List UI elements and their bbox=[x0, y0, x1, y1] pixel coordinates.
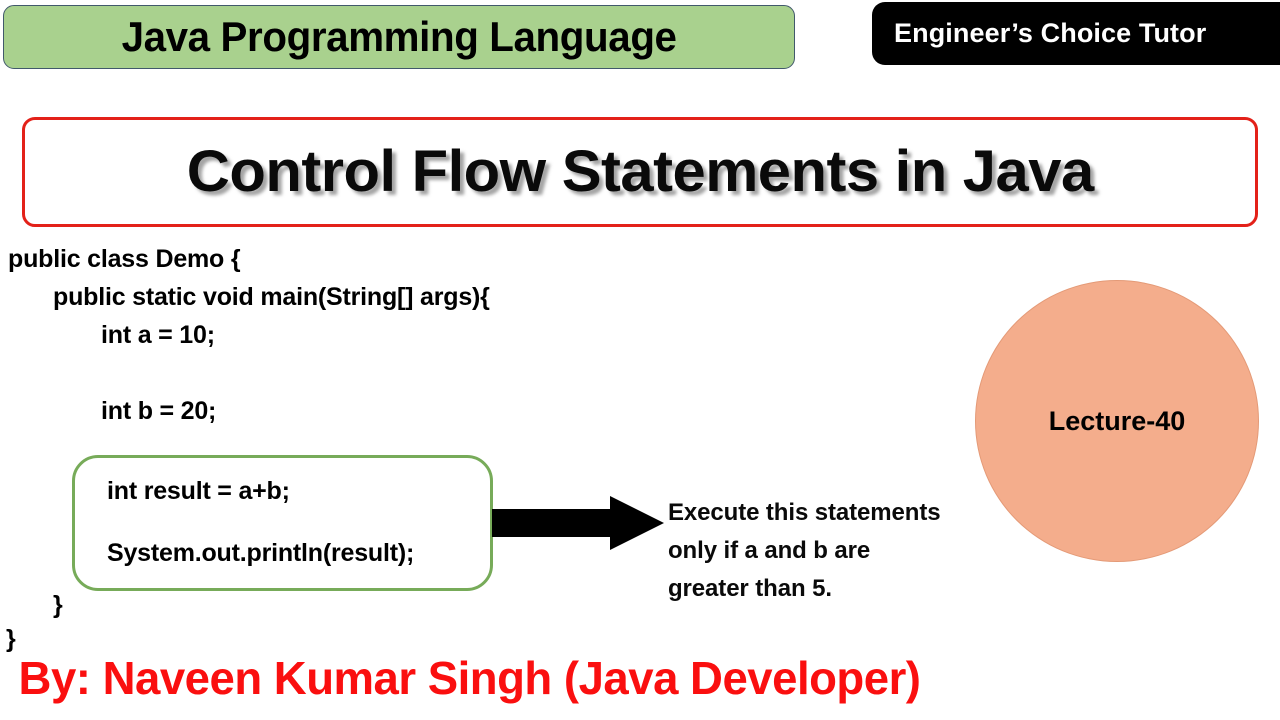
course-title-label: Java Programming Language bbox=[121, 13, 677, 60]
spacer bbox=[75, 510, 490, 534]
right-arrow-icon bbox=[492, 496, 664, 550]
code-line: public static void main(String[] args){ bbox=[53, 283, 490, 311]
annotation-line: greater than 5. bbox=[668, 575, 832, 602]
lecture-number-badge: Lecture-40 bbox=[975, 280, 1259, 562]
channel-badge-label: Engineer’s Choice Tutor bbox=[894, 18, 1207, 48]
headline-box: Control Flow Statements in Java bbox=[22, 117, 1258, 227]
code-block: public class Demo { public static void m… bbox=[0, 240, 620, 430]
code-line: int a = 10; bbox=[101, 321, 215, 349]
author-credit: By: Naveen Kumar Singh (Java Developer) bbox=[18, 652, 921, 704]
annotation-text: Execute this statements only if a and b … bbox=[668, 494, 998, 608]
annotation-line: only if a and b are bbox=[668, 537, 871, 564]
closing-brace-inner: } bbox=[53, 591, 63, 619]
code-line-blank bbox=[0, 354, 620, 392]
channel-badge: Engineer’s Choice Tutor bbox=[872, 2, 1280, 65]
lecture-number-label: Lecture-40 bbox=[1048, 405, 1186, 436]
course-title-pill: Java Programming Language bbox=[3, 5, 795, 69]
highlighted-statements-box: int result = a+b; System.out.println(res… bbox=[72, 455, 493, 591]
code-line: public class Demo { bbox=[8, 245, 241, 273]
closing-brace-outer: } bbox=[6, 625, 16, 653]
code-line-highlighted: System.out.println(result); bbox=[107, 539, 415, 567]
annotation-line: Execute this statements bbox=[668, 499, 941, 526]
code-line: int b = 20; bbox=[101, 397, 217, 425]
page-title: Control Flow Statements in Java bbox=[186, 139, 1094, 204]
code-line-highlighted: int result = a+b; bbox=[107, 477, 290, 505]
